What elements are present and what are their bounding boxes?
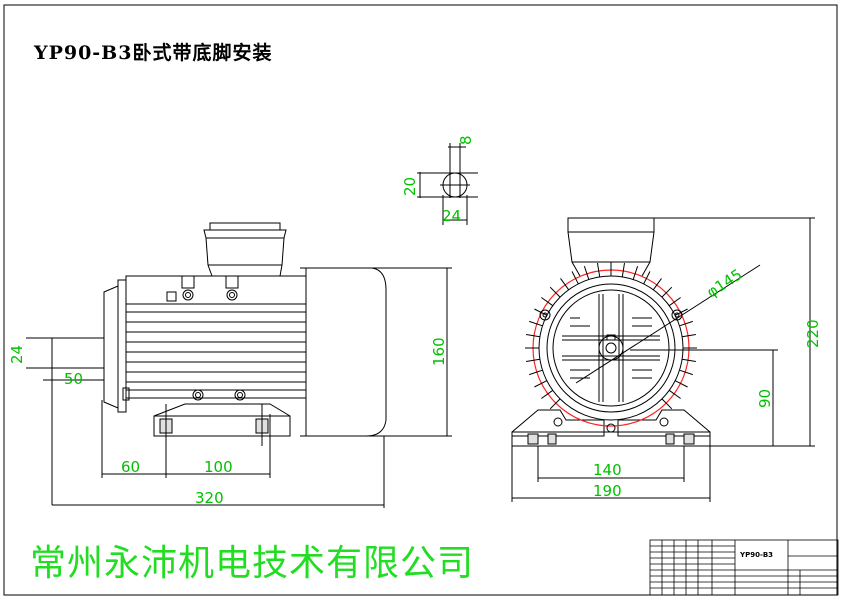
- title-block: [649, 539, 839, 596]
- cooling-fin: [597, 263, 601, 277]
- cooling-fin: [682, 334, 696, 338]
- cooling-fin: [668, 297, 681, 307]
- cooling-fin: [661, 398, 673, 410]
- dim-key-width: 8: [457, 135, 475, 145]
- drawing-border: [3, 4, 838, 596]
- cooling-fin: [632, 266, 639, 280]
- cooling-fin: [668, 389, 681, 399]
- cooling-fin: [534, 380, 548, 388]
- dim-base-width: 190: [593, 482, 622, 500]
- cooling-fin: [583, 266, 590, 280]
- side-view: [26, 222, 452, 508]
- cooling-fin: [679, 369, 693, 376]
- cooling-fin: [571, 271, 579, 285]
- company-name: 常州永沛机电技术有限公司: [30, 543, 475, 584]
- cooling-fin: [541, 297, 554, 307]
- cooling-fin: [526, 334, 540, 338]
- cooling-fin: [674, 380, 688, 388]
- dim-shaft-diameter: 24: [8, 345, 26, 364]
- dim-foot-spacing: 100: [204, 458, 233, 476]
- dim-foot-hole-spacing: 140: [593, 461, 622, 479]
- dim-overall-height: 160: [430, 337, 448, 366]
- dim-center-height: 90: [756, 389, 774, 408]
- cooling-fin: [679, 320, 693, 327]
- cooling-fin: [560, 278, 570, 291]
- dim-shaft-length: 50: [64, 370, 83, 388]
- dim-key-shaft: 24: [442, 207, 461, 225]
- cooling-fin: [549, 286, 561, 298]
- cooling-fin: [643, 271, 651, 285]
- cooling-fin: [652, 278, 662, 291]
- dim-key-height: 20: [401, 177, 419, 196]
- cooling-fin: [529, 320, 543, 327]
- cooling-fin: [621, 263, 625, 277]
- dim-overall-length: 320: [195, 489, 224, 507]
- front-view: [511, 217, 815, 502]
- cooling-fin: [549, 398, 561, 410]
- dim-flange-diameter: φ145: [703, 265, 745, 301]
- title-block-code: YP90-B3: [740, 551, 774, 559]
- dim-foot-to-shaft-end: 60: [121, 458, 140, 476]
- drawing-title: YP90-B3卧式带底脚安装: [34, 42, 273, 64]
- cooling-fin: [529, 369, 543, 376]
- cooling-fin: [526, 358, 540, 362]
- dim-total-height: 220: [804, 319, 822, 348]
- cooling-fin: [682, 358, 696, 362]
- cooling-fin: [661, 286, 673, 298]
- cooling-fin: [541, 389, 554, 399]
- key-detail: [417, 143, 478, 225]
